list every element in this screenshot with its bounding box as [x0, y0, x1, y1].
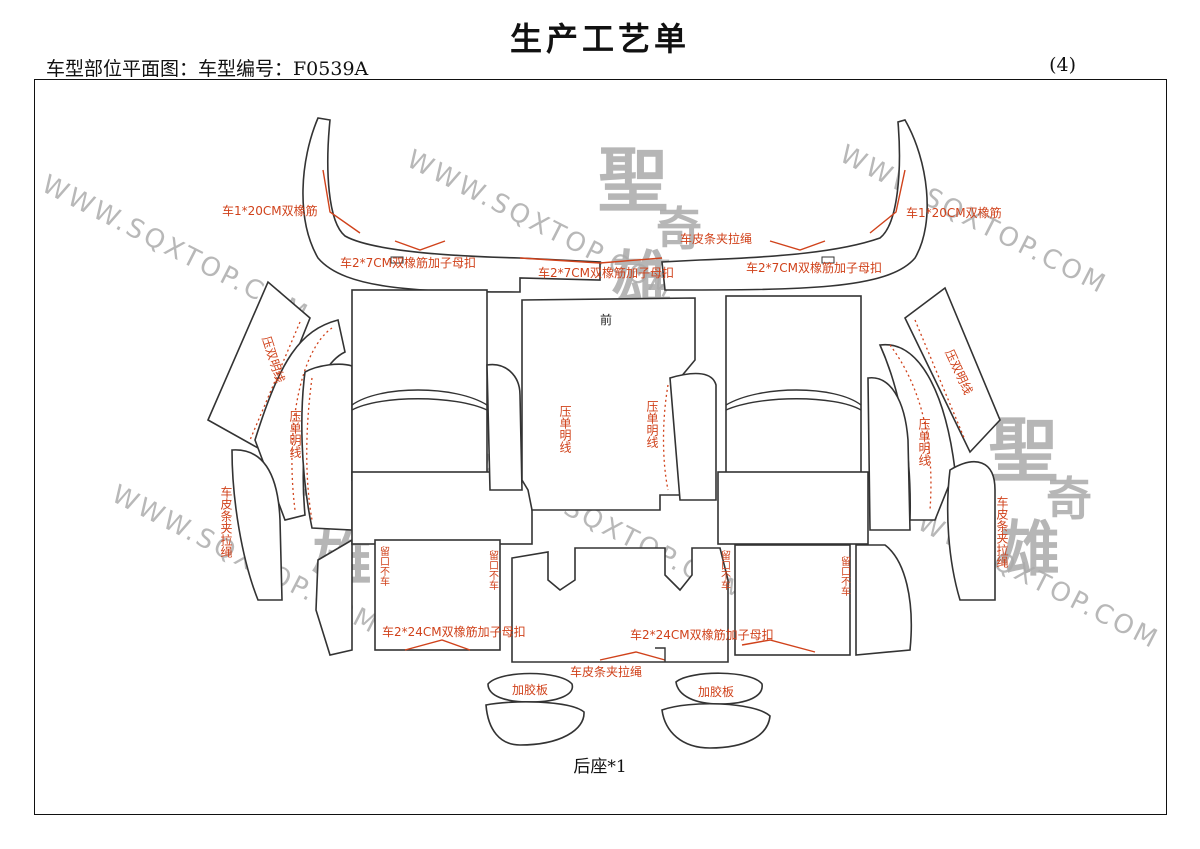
label-leather-strip-left: 车皮条夹拉绳 [219, 485, 233, 558]
watermark-brand-char-8: 奇 [1046, 472, 1092, 526]
label-buckle-24cm-right: 车2*24CM双橡筋加子母扣 [630, 627, 774, 642]
label-leather-strip-right: 车皮条夹拉绳 [995, 495, 1009, 568]
glue-boards [485, 672, 771, 749]
label-glue-board-left: 加胶板 [512, 682, 548, 697]
seat-right [717, 295, 869, 656]
label-single-stitch-4: 压单明线 [917, 418, 931, 466]
side-panels-right [855, 286, 1001, 656]
watermark-brand-char-7: 聖 [988, 409, 1058, 492]
label-single-stitch-1: 压单明线 [288, 410, 302, 458]
label-opening-1: 留口不车 [378, 545, 390, 587]
label-single-stitch-3: 压单明线 [645, 400, 659, 448]
label-buckle-7cm-left: 车2*7CM双橡筋加子母扣 [340, 255, 476, 270]
seat-left [351, 289, 554, 651]
label-buckle-7cm-mid: 车2*7CM双橡筋加子母扣 [538, 265, 674, 280]
drawing-frame [34, 79, 1167, 815]
label-double-elastic-right: 车1*20CM双橡筋 [906, 205, 1002, 220]
top-band-left [302, 117, 601, 293]
label-leather-strip-top: 车皮条夹拉绳 [680, 231, 752, 246]
label-front: 前 [600, 312, 612, 327]
label-double-elastic-left: 车1*20CM双橡筋 [222, 203, 318, 218]
piece-caption: 后座*1 [573, 757, 627, 777]
side-panels-left [206, 280, 353, 656]
page-number: (4) [1049, 54, 1076, 76]
label-glue-board-right: 加胶板 [698, 684, 734, 699]
label-buckle-7cm-right: 车2*7CM双橡筋加子母扣 [746, 260, 882, 275]
document-title: 生产工艺单 [509, 20, 690, 58]
watermark-brand-char-9: 雄 [1000, 515, 1060, 585]
annotation-labels: 车1*20CM双橡筋 车1*20CM双橡筋 车2*7CM双橡筋加子母扣 车2*7… [219, 203, 1009, 699]
model-subtitle: 车型部位平面图：车型编号：F0539A [46, 58, 369, 80]
watermark-brand-char-2: 奇 [656, 202, 702, 256]
label-single-stitch-2: 压单明线 [558, 405, 572, 453]
watermark-brand-char-1: 聖 [598, 139, 668, 222]
rear-panel-bottom [511, 547, 729, 663]
label-leather-strip-bottom: 车皮条夹拉绳 [570, 664, 642, 679]
label-buckle-24cm-left: 车2*24CM双橡筋加子母扣 [382, 624, 526, 639]
label-opening-4: 留口不车 [839, 555, 851, 597]
top-band-right [599, 119, 928, 291]
label-opening-2: 留口不车 [487, 549, 499, 591]
backrest-center [521, 297, 717, 511]
label-opening-3: 留口不车 [719, 549, 731, 591]
